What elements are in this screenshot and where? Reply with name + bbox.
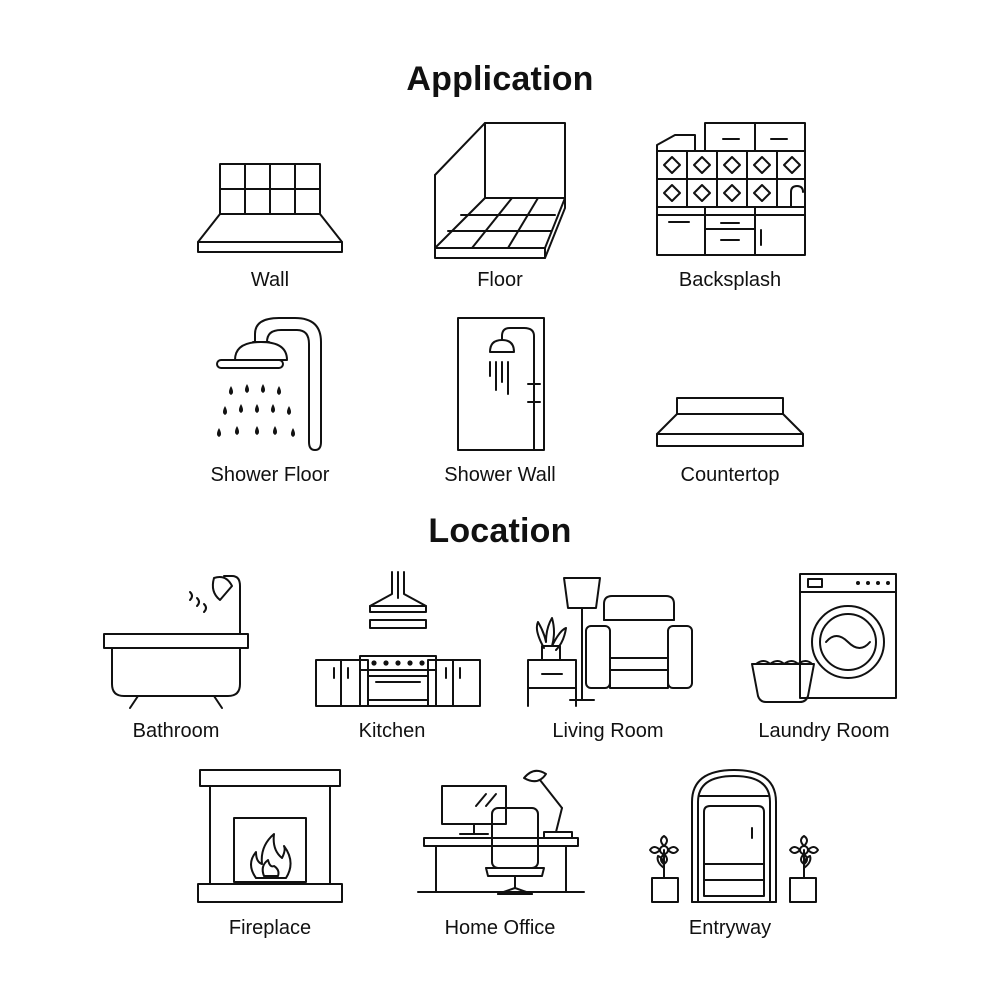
label-living-room: Living Room (552, 720, 664, 742)
application-item-shower-wall: Shower Wall (390, 312, 610, 495)
kitchen-icon (315, 571, 481, 707)
label-kitchen: Kitchen (358, 720, 426, 742)
label-bathroom: Bathroom (132, 720, 220, 742)
label-laundry-room: Laundry Room (758, 720, 890, 742)
location-item-kitchen: Kitchen (282, 565, 502, 750)
location-item-living-room: Living Room (498, 565, 718, 750)
location-item-laundry-room: Laundry Room (714, 565, 934, 750)
label-shower-wall: Shower Wall (444, 464, 556, 486)
fireplace-icon (197, 769, 343, 903)
application-item-wall: Wall (160, 150, 380, 300)
backsplash-icon (656, 122, 806, 256)
application-item-floor: Floor (390, 115, 610, 300)
location-item-bathroom: Bathroom (66, 565, 286, 750)
label-wall: Wall (250, 269, 290, 291)
application-item-countertop: Countertop (620, 312, 840, 495)
location-item-entryway: Entryway (620, 762, 840, 947)
label-backsplash: Backsplash (678, 269, 782, 291)
armchair-icon (527, 577, 693, 707)
location-heading: Location (428, 512, 572, 550)
floor-tile-icon (434, 122, 566, 259)
label-shower-floor: Shower Floor (210, 464, 330, 486)
label-fireplace: Fireplace (228, 917, 312, 939)
application-item-shower-floor: Shower Floor (160, 312, 380, 495)
label-entryway: Entryway (688, 917, 772, 939)
label-countertop: Countertop (680, 464, 780, 486)
label-floor: Floor (477, 269, 523, 291)
shower-head-icon (216, 317, 322, 451)
location-item-fireplace: Fireplace (160, 762, 380, 947)
countertop-icon (656, 397, 804, 447)
location-item-home-office: Home Office (390, 762, 610, 947)
application-item-backsplash: Backsplash (620, 115, 840, 300)
washing-machine-icon (751, 573, 897, 703)
label-home-office: Home Office (444, 917, 556, 939)
bathtub-icon (103, 575, 249, 709)
door-icon (649, 769, 819, 903)
wall-tile-icon (197, 163, 343, 253)
application-heading: Application (406, 60, 594, 98)
shower-stall-icon (457, 317, 545, 451)
desk-icon (417, 769, 585, 895)
